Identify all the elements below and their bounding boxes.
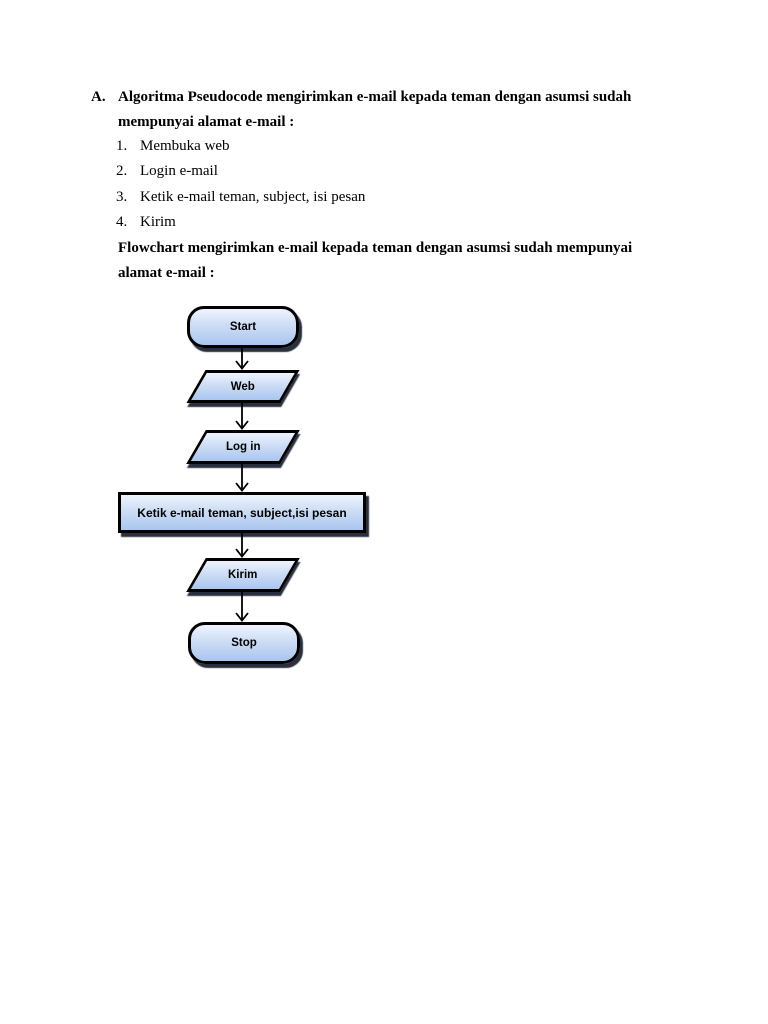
flow-arrow-down-icon [234, 464, 250, 492]
flow-arrow-down-icon [234, 348, 250, 370]
flowchart-node-stop: Stop [188, 622, 300, 664]
list-item-number: 3. [116, 189, 128, 205]
section-heading-line-2: mempunyai alamat e-mail : [118, 114, 295, 130]
list-item-text: Login e-mail [140, 163, 218, 179]
node-label: Stop [231, 637, 257, 649]
node-label: Kirim [228, 569, 258, 581]
list-item-text: Ketik e-mail teman, subject, isi pesan [140, 189, 366, 205]
flowchart-node-web: Web [186, 370, 300, 403]
flow-arrow-down-icon [234, 403, 250, 430]
list-item-number: 2. [116, 163, 128, 179]
flowchart-node-ketik: Ketik e-mail teman, subject,isi pesan [118, 492, 366, 533]
list-item-number: 4. [116, 214, 128, 230]
flowchart-node-kirim: Kirim [186, 558, 300, 592]
node-label: Ketik e-mail teman, subject,isi pesan [137, 505, 347, 520]
flowchart-heading-line-2: alamat e-mail : [118, 265, 215, 281]
section-heading-line-1: Algoritma Pseudocode mengirimkan e-mail … [118, 89, 632, 105]
node-label: Web [230, 380, 256, 393]
list-item-text: Membuka web [140, 138, 230, 154]
section-label: A. [91, 89, 106, 105]
node-label: Start [229, 321, 257, 333]
flowchart-heading-line-1: Flowchart mengirimkan e-mail kepada tema… [118, 240, 633, 256]
flowchart-node-login: Log in [186, 430, 300, 464]
list-item-number: 1. [116, 138, 128, 154]
list-item-text: Kirim [140, 214, 176, 230]
flow-arrow-down-icon [234, 592, 250, 622]
flowchart-node-start: Start [187, 306, 299, 348]
node-label: Log in [225, 441, 261, 453]
flow-arrow-down-icon [234, 533, 250, 558]
